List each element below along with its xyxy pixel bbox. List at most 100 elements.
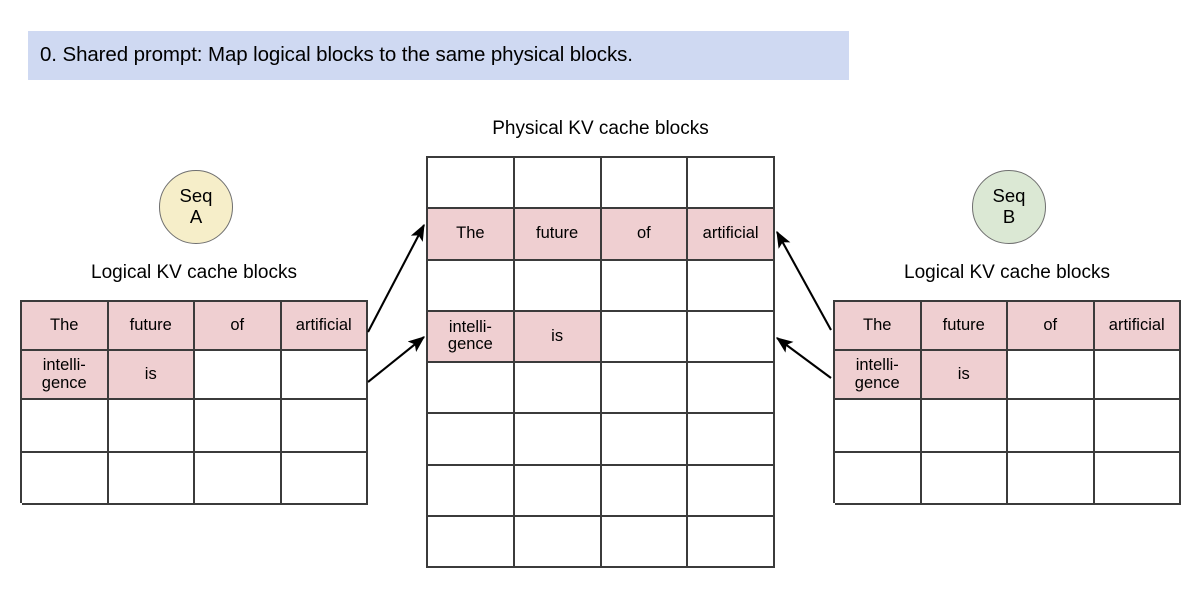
seq-b-cell-r2-c3 <box>1094 400 1181 453</box>
header-banner-text: 0. Shared prompt: Map logical blocks to … <box>40 43 633 67</box>
seq-a-cell-r3-c1 <box>108 453 195 505</box>
seq-b-cell-r0-c0: The <box>835 302 922 351</box>
physical-cell-r5-c0 <box>428 414 515 466</box>
physical-cell-r1-c3: artificial <box>688 209 775 261</box>
physical-cell-r0-c1 <box>514 158 602 210</box>
physical-cell-r5-c2 <box>601 414 689 466</box>
physical-cell-r0-c2 <box>601 158 689 210</box>
physical-cell-r0-c0 <box>428 158 515 210</box>
physical-cell-r1-c1: future <box>514 209 602 261</box>
physical-cell-r3-c1: is <box>514 311 602 363</box>
physical-cell-r3-c3 <box>688 311 775 363</box>
physical-cell-r0-c3 <box>688 158 775 210</box>
physical-cell-text: The <box>456 224 485 243</box>
seq-a-cell-text: The <box>50 315 79 334</box>
seq-a-cell-text: intelli-gence <box>41 356 87 392</box>
seq-b-cell-r2-c0 <box>835 400 922 453</box>
physical-cell-r6-c2 <box>601 465 689 517</box>
seq-b-cell-r0-c1: future <box>921 302 1008 351</box>
arrow-seq-a-block1-to-physical-row4 <box>367 336 425 383</box>
physical-cell-r2-c2 <box>601 260 689 312</box>
seq-a-cell-r1-c0: intelli-gence <box>22 351 109 400</box>
seq-b-table-caption: Logical KV cache blocks <box>904 262 1110 283</box>
seq-b-cell-r1-c0: intelli-gence <box>835 351 922 400</box>
seq-a-badge: Seq A <box>159 170 233 244</box>
seq-a-cell-r3-c2 <box>195 453 282 505</box>
physical-cell-r5-c1 <box>514 414 602 466</box>
seq-b-cell-r2-c2 <box>1008 400 1095 453</box>
physical-cell-r5-c3 <box>688 414 775 466</box>
physical-cell-r7-c0 <box>428 516 515 568</box>
physical-cell-r7-c1 <box>514 516 602 568</box>
seq-a-cell-r1-c3 <box>281 351 368 400</box>
physical-cell-r1-c0: The <box>428 209 515 261</box>
physical-cell-r4-c1 <box>514 363 602 415</box>
physical-cell-r3-c2 <box>601 311 689 363</box>
physical-cell-r7-c2 <box>601 516 689 568</box>
seq-b-cell-r3-c1 <box>921 453 1008 505</box>
seq-a-cell-r1-c2 <box>195 351 282 400</box>
seq-b-cell-text: future <box>942 315 985 334</box>
physical-cell-r6-c3 <box>688 465 775 517</box>
seq-a-label-line2: A <box>189 206 203 227</box>
physical-cell-text: is <box>551 326 564 345</box>
seq-a-cell-r3-c0 <box>22 453 109 505</box>
seq-a-label-line1: Seq <box>179 185 213 207</box>
arrow-seq-b-block1-to-physical-row4 <box>775 337 832 379</box>
seq-a-cell-r2-c0 <box>22 400 109 453</box>
seq-a-cell-text: of <box>230 315 245 334</box>
physical-cell-text: artificial <box>702 224 759 243</box>
physical-cell-r3-c0: intelli-gence <box>428 311 515 363</box>
seq-a-cell-r1-c1: is <box>108 351 195 400</box>
seq-a-logical-kv-cache-table: The future of artificial intelli-gence is <box>20 300 368 505</box>
physical-cell-text: future <box>536 224 579 243</box>
arrow-seq-b-block0-to-physical-row2 <box>776 230 832 331</box>
seq-b-cell-text: artificial <box>1108 315 1165 334</box>
physical-cell-r7-c3 <box>688 516 775 568</box>
seq-b-cell-r2-c1 <box>921 400 1008 453</box>
seq-b-label-line1: Seq <box>992 185 1026 207</box>
header-banner: 0. Shared prompt: Map logical blocks to … <box>28 31 849 80</box>
seq-b-cell-r3-c0 <box>835 453 922 505</box>
seq-a-cell-r0-c0: The <box>22 302 109 351</box>
physical-cell-r4-c2 <box>601 363 689 415</box>
seq-a-cell-r2-c3 <box>281 400 368 453</box>
seq-b-cell-text: is <box>957 364 970 383</box>
seq-b-cell-r3-c2 <box>1008 453 1095 505</box>
seq-a-cell-r3-c3 <box>281 453 368 505</box>
seq-a-cell-r0-c3: artificial <box>281 302 368 351</box>
seq-b-cell-r1-c2 <box>1008 351 1095 400</box>
seq-b-cell-r3-c3 <box>1094 453 1181 505</box>
seq-a-cell-r0-c2: of <box>195 302 282 351</box>
seq-b-logical-kv-cache-table: The future of artificial intelli-gence is <box>833 300 1181 505</box>
physical-cell-text: intelli-gence <box>447 317 493 354</box>
physical-cell-text: of <box>636 224 651 243</box>
physical-kv-cache-table: The future of artificial intelli-gence is <box>426 156 775 568</box>
seq-b-cell-r0-c3: artificial <box>1094 302 1181 351</box>
physical-cell-r6-c1 <box>514 465 602 517</box>
seq-b-cell-text: intelli-gence <box>854 356 900 392</box>
seq-b-cell-r0-c2: of <box>1008 302 1095 351</box>
physical-cell-r2-c1 <box>514 260 602 312</box>
seq-b-badge: Seq B <box>972 170 1046 244</box>
physical-cell-r2-c0 <box>428 260 515 312</box>
seq-b-cell-r1-c1: is <box>921 351 1008 400</box>
arrow-seq-a-block0-to-physical-row2 <box>367 223 425 333</box>
physical-cell-r6-c0 <box>428 465 515 517</box>
seq-a-cell-r2-c2 <box>195 400 282 453</box>
seq-b-label-line2: B <box>1002 206 1016 227</box>
seq-a-cell-text: is <box>144 364 157 383</box>
physical-cell-r1-c2: of <box>601 209 689 261</box>
seq-b-cell-text: of <box>1043 315 1058 334</box>
seq-a-cell-r0-c1: future <box>108 302 195 351</box>
seq-b-cell-r1-c3 <box>1094 351 1181 400</box>
seq-a-cell-text: artificial <box>295 315 352 334</box>
seq-a-table-caption: Logical KV cache blocks <box>91 262 297 283</box>
seq-a-cell-r2-c1 <box>108 400 195 453</box>
physical-cell-r2-c3 <box>688 260 775 312</box>
seq-b-cell-text: The <box>863 315 892 334</box>
seq-a-cell-text: future <box>129 315 172 334</box>
physical-cell-r4-c3 <box>688 363 775 415</box>
physical-blocks-caption: Physical KV cache blocks <box>492 118 709 139</box>
